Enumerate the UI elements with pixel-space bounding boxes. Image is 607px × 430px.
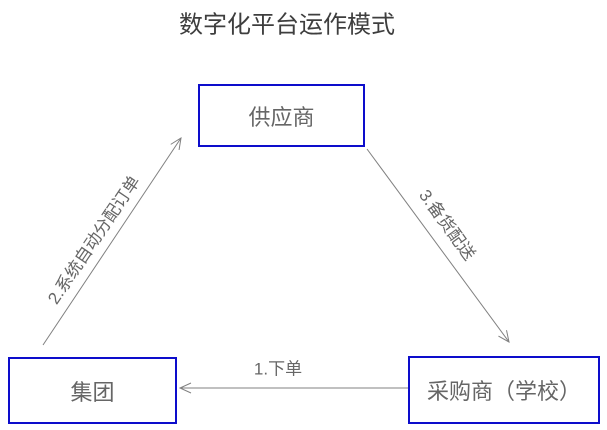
node-supplier: 供应商 xyxy=(198,84,365,147)
node-purchaser-label: 采购商（学校） xyxy=(426,379,581,404)
edge-order-label: 1.下单 xyxy=(253,359,303,379)
edge-assign-arrow xyxy=(42,136,182,346)
node-supplier-label: 供应商 xyxy=(248,104,315,130)
edge-deliver-arrow xyxy=(366,148,510,343)
node-group-label: 集团 xyxy=(70,379,115,405)
node-group: 集团 xyxy=(8,357,177,424)
page-title: 数字化平台运作模式 xyxy=(179,11,395,39)
node-purchaser: 采购商（学校） xyxy=(408,356,600,424)
